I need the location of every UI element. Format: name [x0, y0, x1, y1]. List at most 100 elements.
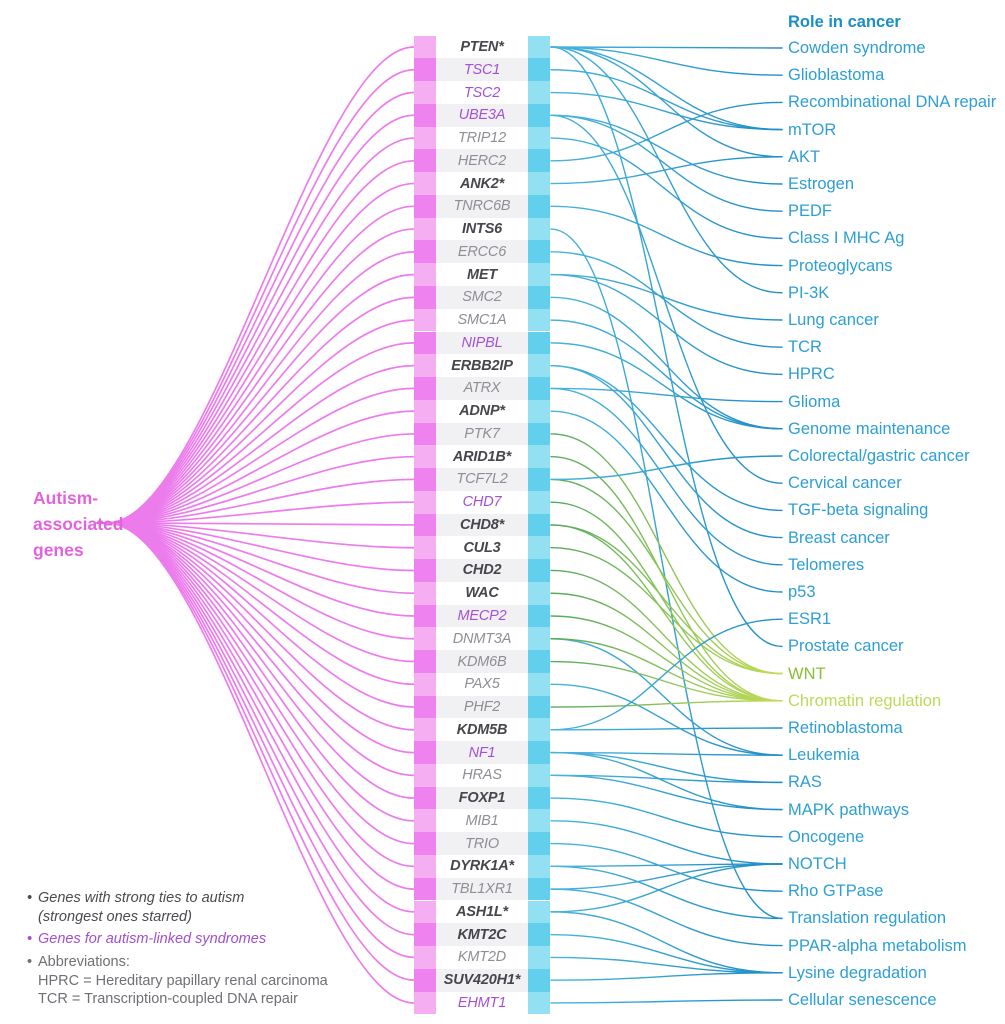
fan-curve-mib1	[106, 522, 415, 822]
gene-name: ERBB2IP	[451, 357, 513, 374]
gene-pink-bar-segment	[414, 741, 436, 764]
fan-curve-kdm6b	[106, 522, 415, 663]
gene-name: TRIP12	[458, 130, 506, 147]
gene-name: ATRX	[463, 380, 501, 397]
gene-name: TSC2	[463, 84, 501, 101]
link-nf1-to-role	[550, 751, 783, 784]
link-erbb2ip-to-role	[550, 364, 783, 539]
gene-pink-bar-segment	[414, 854, 436, 878]
gene-row: TRIP12	[414, 126, 550, 150]
gene-pink-bar-segment	[414, 991, 436, 1015]
gene-cyan-bar-segment	[528, 331, 550, 355]
gene-name: NIPBL	[461, 334, 503, 351]
fan-curve-trip12	[106, 137, 415, 524]
footnote-line: TCR = Transcription-coupled DNA repair	[38, 991, 298, 1007]
gene-name-cell: SUV420H1*	[436, 968, 528, 992]
autism-gene-fan	[96, 46, 415, 1004]
link-smc2-to-role	[550, 296, 783, 430]
cancer-role-label: Rho GTPase	[788, 882, 884, 901]
gene-cyan-bar-segment	[528, 308, 550, 332]
link-nf1-to-role	[550, 751, 783, 811]
gene-pink-bar-segment	[414, 809, 436, 833]
gene-pink-bar-segment	[414, 399, 436, 423]
link-tcf7l2-to-role	[550, 478, 783, 675]
gene-name-cell: DNMT3A	[436, 627, 528, 650]
gene-name: KMT2C	[457, 926, 507, 943]
link-kmt2c-to-role	[550, 933, 783, 974]
gene-name: KDM5B	[456, 721, 508, 738]
gene-cyan-bar-segment	[528, 490, 550, 514]
gene-pink-bar-segment	[414, 81, 436, 104]
cancer-role-label: PI-3K	[788, 283, 830, 302]
footnote-line: (strongest ones starred)	[38, 908, 192, 925]
fan-curve-ube3a	[106, 114, 415, 524]
cancer-role-label: p53	[788, 583, 816, 601]
link-herc2-to-role	[550, 101, 783, 162]
cancer-role-label: ESR1	[788, 610, 832, 629]
gene-row: KMT2C	[414, 923, 550, 946]
gene-name: MIB1	[465, 812, 499, 829]
fan-curve-mecp2	[106, 522, 415, 617]
cancer-role-label: Breast cancer	[788, 528, 890, 547]
cancer-role-label: Recombinational DNA repair	[788, 93, 997, 112]
gene-name: TBL1XR1	[451, 881, 513, 898]
gene-cyan-bar-segment	[528, 240, 550, 264]
gene-cyan-bar-segment	[528, 946, 550, 969]
gene-cyan-bar-segment	[528, 809, 550, 833]
fan-curve-wac	[106, 522, 415, 595]
gene-row: PTEN*	[414, 35, 550, 59]
gene-name: CHD7	[462, 494, 502, 511]
gene-pink-bar-segment	[414, 58, 436, 82]
fan-curve-met	[106, 273, 415, 524]
gene-name-cell: NIPBL	[436, 331, 528, 355]
fan-curve-tsc1	[106, 68, 415, 524]
gene-pink-bar-segment	[414, 217, 436, 241]
link-trip12-to-role	[550, 137, 783, 240]
link-pten-to-role	[550, 46, 783, 49]
cancer-role-label: mTOR	[788, 120, 837, 139]
gene-pink-bar-segment	[414, 468, 436, 491]
link-chd7-to-role	[550, 501, 783, 702]
gene-cyan-bar-segment	[528, 126, 550, 150]
link-hras-to-role	[550, 774, 783, 811]
gene-name: CHD2	[462, 562, 502, 579]
link-kdm5b-to-role	[550, 727, 783, 731]
fan-curve-erbb2ip	[106, 364, 415, 524]
gene-name-cell: SMC1A	[436, 309, 528, 332]
autism-genes-label: Autism- associated genes	[33, 485, 123, 563]
gene-cyan-bar-segment	[528, 763, 550, 787]
fan-curve-atrx	[106, 387, 415, 524]
link-tsc1-to-role	[550, 69, 783, 131]
gene-name-cell: HERC2	[436, 149, 528, 173]
gene-name-cell: MIB1	[436, 809, 528, 832]
fan-curve-nipbl	[106, 342, 415, 524]
gene-cyan-bar-segment	[528, 536, 550, 560]
gene-name: UBE3A	[458, 107, 506, 124]
gene-pink-bar-segment	[414, 354, 436, 377]
link-ube3a-to-role	[550, 114, 783, 185]
gene-row: WAC	[414, 581, 550, 605]
gene-name: ERCC6	[457, 243, 507, 260]
gene-name: PTEN*	[460, 38, 504, 55]
gene-name-cell: TSC1	[436, 58, 528, 82]
link-ash1l-to-role	[550, 911, 783, 974]
gene-name: MET	[466, 266, 497, 283]
fan-curve-ptk7	[106, 433, 415, 524]
fan-curve-cul3	[106, 522, 415, 549]
gene-row: ATRX	[414, 377, 550, 400]
cancer-role-label: PPAR-alpha metabolism	[788, 936, 967, 955]
gene-name-cell: TRIO	[436, 832, 528, 855]
gene-pink-bar-segment	[414, 536, 436, 560]
link-tsc2-to-role	[550, 91, 783, 131]
gene-name-cell: KDM5B	[436, 718, 528, 741]
gene-row: CHD8*	[414, 513, 550, 537]
link-dnmt3a-to-role	[550, 638, 783, 756]
gene-cyan-bar-segment	[528, 968, 550, 992]
gene-pink-bar-segment	[414, 627, 436, 651]
gene-row: SMC1A	[414, 308, 550, 332]
gene-pink-bar-segment	[414, 172, 436, 195]
gene-pink-bar-segment	[414, 308, 436, 332]
gene-name: WAC	[465, 585, 499, 602]
gene-pink-bar-segment	[414, 718, 436, 742]
fan-curve-ehmt1	[106, 522, 415, 1004]
